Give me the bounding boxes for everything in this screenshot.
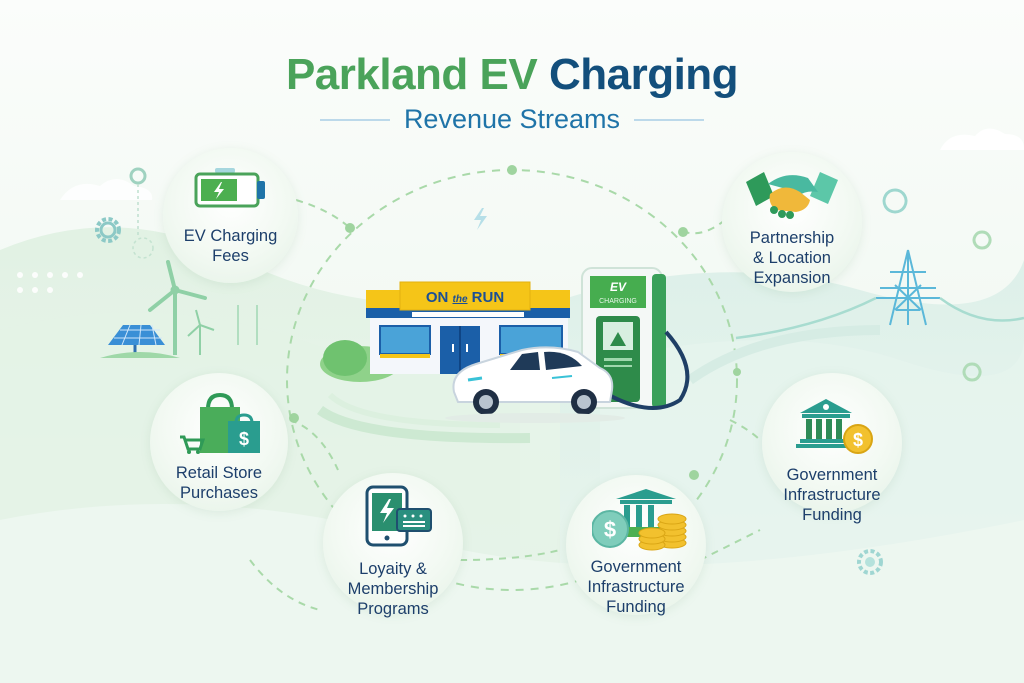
lightning-decor-icon [474,208,487,230]
title-part-charging: Charging [548,50,739,99]
store-sign-text: ON the RUN [426,289,504,306]
revenue-label: Government Infrastructure Funding [587,558,685,616]
revenue-node-retail-store-purchases[interactable]: $ Retail Store Purchases [150,373,288,511]
gear-icon [95,217,121,243]
wind-turbine-icon [148,260,258,355]
solar-panel-icon [100,324,180,358]
revenue-node-government-infrastructure-funding-bottom[interactable]: $ Government Infrastructure Funding [566,475,706,616]
charger-sign-charging: CHARGING [599,298,637,305]
handshake-icon [746,172,838,219]
title-part-parkland-ev: Parkland EV [285,50,538,99]
power-tower-icon [735,249,1024,340]
revenue-node-ev-charging-fees[interactable]: EV Charging Fees [163,148,298,283]
revenue-label: EV Charging Fees [183,227,278,265]
revenue-label: Retail Store Purchases [175,464,263,502]
charger-sign-ev: EV [610,280,627,294]
svg-text:$: $ [239,429,249,449]
revenue-label: Loyaity & Membership Programs [347,560,439,618]
mobile-app-card-icon [365,485,432,547]
location-pin-icon [882,188,992,382]
electric-car [445,346,625,423]
subtitle-row: Revenue Streams [0,104,1024,135]
shopping-bags-icon: $ [180,393,260,454]
battery-charging-icon [194,168,265,208]
revenue-node-government-infrastructure-funding-right[interactable]: $ Government Infrastructure Funding [762,373,902,524]
revenue-node-partnership-location-expansion[interactable]: Partnership & Location Expansion [722,152,862,292]
page-title: Parkland EV Charging [0,50,1024,100]
revenue-node-loyalty-membership-programs[interactable]: Loyaity & Membership Programs [323,473,463,618]
revenue-label: Partnership & Location Expansion [749,229,835,287]
gear-icon [857,549,883,575]
bank-dollar-icon: $ [796,399,873,454]
subtitle-divider-left [319,118,390,121]
subtitle-divider-right [634,118,705,121]
store-building: ON the RUN [366,281,570,374]
svg-text:$: $ [604,517,616,542]
subtitle: Revenue Streams [403,104,621,134]
bank-coins-icon: $ [592,489,687,551]
revenue-label: Government Infrastructure Funding [783,466,881,524]
center-scene: ON the RUN EV CHARGING [320,267,690,423]
svg-text:$: $ [853,430,863,450]
